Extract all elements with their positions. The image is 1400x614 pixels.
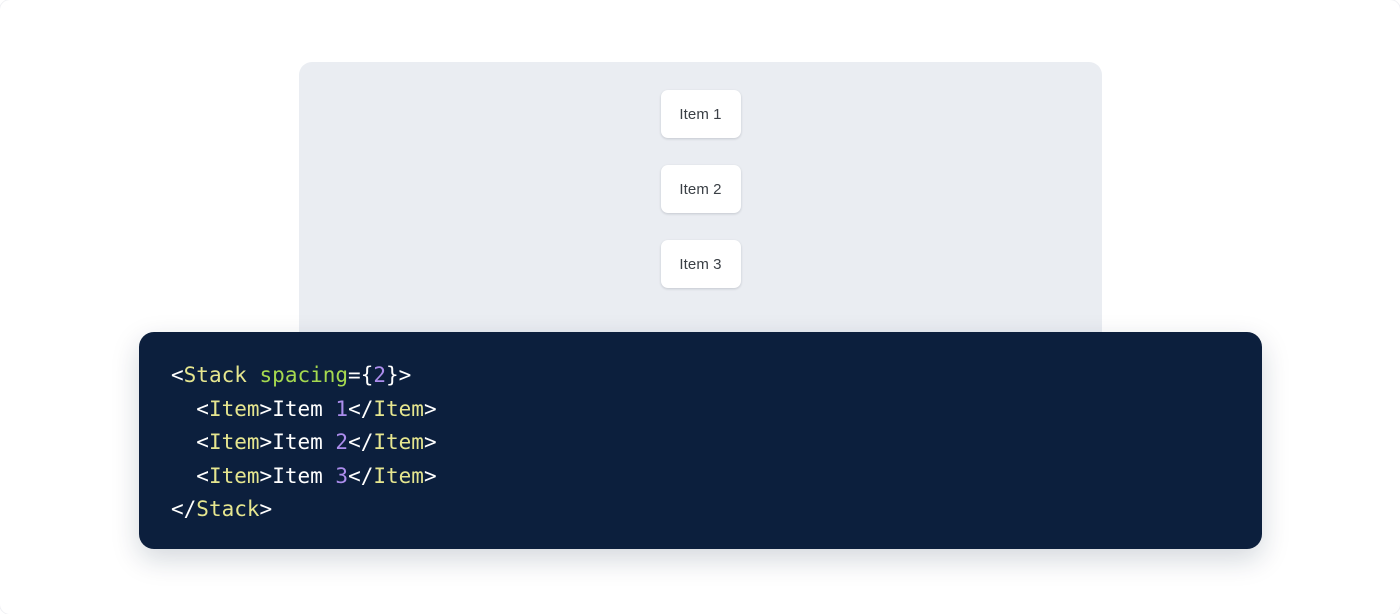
code-token-punct: > <box>259 497 273 522</box>
code-token-punct: < <box>171 363 184 387</box>
stack-item[interactable]: Item 1 <box>660 90 741 138</box>
code-token-punct: > <box>423 463 437 488</box>
code-token-punct: < <box>196 396 209 421</box>
code-token-num: 2 <box>373 363 386 387</box>
code-token-tag: Item <box>373 463 424 488</box>
code-token-punct: </ <box>348 396 374 421</box>
code-token-tag: Item <box>208 396 260 421</box>
code-token-tag: Item <box>373 430 424 455</box>
code-token-punct: ={ <box>348 363 374 387</box>
stack-item-label: Item 2 <box>679 180 722 198</box>
code-line: <Item>Item 3</Item> <box>171 460 1230 494</box>
code-snippet-block: <Stack spacing={2}> <Item>Item 1</Item> … <box>139 332 1262 549</box>
code-token-tag: Stack <box>196 497 260 522</box>
code-token-text: Item <box>272 430 336 455</box>
code-token-num: 3 <box>335 463 349 488</box>
code-token-num: 2 <box>335 430 349 455</box>
code-token-tag: Stack <box>183 363 247 387</box>
stack-item-label: Item 3 <box>679 255 722 273</box>
code-line: <Item>Item 1</Item> <box>171 393 1230 427</box>
code-token-punct: > <box>259 396 273 421</box>
code-line: <Stack spacing={2}> <box>171 359 1230 393</box>
code-line: </Stack> <box>171 493 1230 527</box>
code-token-punct: > <box>259 463 273 488</box>
code-snippet-text: <Stack spacing={2}> <Item>Item 1</Item> … <box>171 359 1230 527</box>
stack-item[interactable]: Item 2 <box>660 165 741 213</box>
code-token-tag: Item <box>208 430 260 455</box>
stack-item-label: Item 1 <box>679 105 722 123</box>
code-token-punct: > <box>259 430 273 455</box>
code-token-punct: < <box>196 463 209 488</box>
code-token-tag: Item <box>373 396 424 421</box>
code-token-attr: spacing <box>259 363 349 387</box>
code-token-tag: Item <box>208 463 260 488</box>
code-token-punct <box>247 363 260 387</box>
code-token-punct: </ <box>348 430 374 455</box>
code-token-punct: < <box>196 430 209 455</box>
code-token-punct: </ <box>348 463 374 488</box>
code-token-text: Item <box>272 396 336 421</box>
code-token-punct: </ <box>171 497 197 522</box>
code-line: <Item>Item 2</Item> <box>171 426 1230 460</box>
code-token-punct: > <box>423 430 437 455</box>
stack-container: Item 1 Item 2 Item 3 <box>299 62 1102 288</box>
stack-item[interactable]: Item 3 <box>660 240 741 288</box>
code-token-punct: }> <box>386 363 412 387</box>
component-preview-panel: Item 1 Item 2 Item 3 <box>299 62 1102 352</box>
code-token-punct: > <box>423 396 437 421</box>
code-token-num: 1 <box>335 396 349 421</box>
code-token-text: Item <box>272 463 336 488</box>
